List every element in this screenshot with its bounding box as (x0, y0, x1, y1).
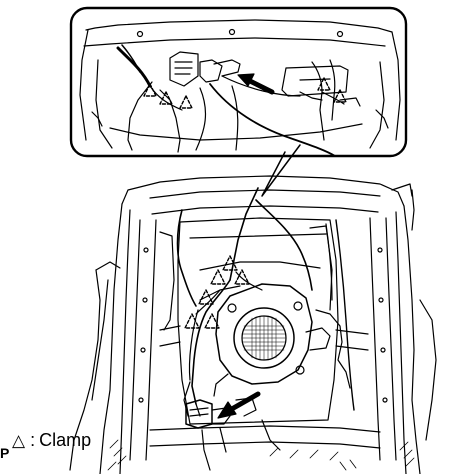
clamp-marker (205, 314, 219, 328)
inset-frame (71, 8, 406, 156)
inset-clamps (144, 78, 346, 108)
seat-back-frame (70, 176, 436, 474)
clamp-marker (235, 270, 249, 284)
speaker-unit (214, 284, 350, 396)
clamp-marker (199, 290, 213, 304)
clamp-marker (160, 92, 172, 104)
clamp-marker (180, 96, 192, 108)
legend-label: Clamp (39, 430, 92, 450)
clamp-symbol-icon: △ (12, 431, 26, 450)
clamp-marker (334, 90, 346, 102)
clamp-marker (144, 84, 156, 96)
main-clamps (185, 256, 249, 328)
clamp-marker (211, 270, 225, 284)
clamp-marker (185, 314, 199, 328)
clamp-marker (223, 256, 237, 270)
figure-code: P (0, 445, 10, 461)
detail-inset (71, 8, 406, 196)
clamp-marker (318, 78, 330, 90)
main-callout-arrow (218, 394, 258, 418)
legend: △ : Clamp (12, 430, 91, 451)
legend-separator: : (30, 430, 36, 450)
wire-harness (178, 188, 355, 470)
bottom-hatching (108, 440, 414, 470)
inset-callout-arrow (238, 74, 272, 92)
